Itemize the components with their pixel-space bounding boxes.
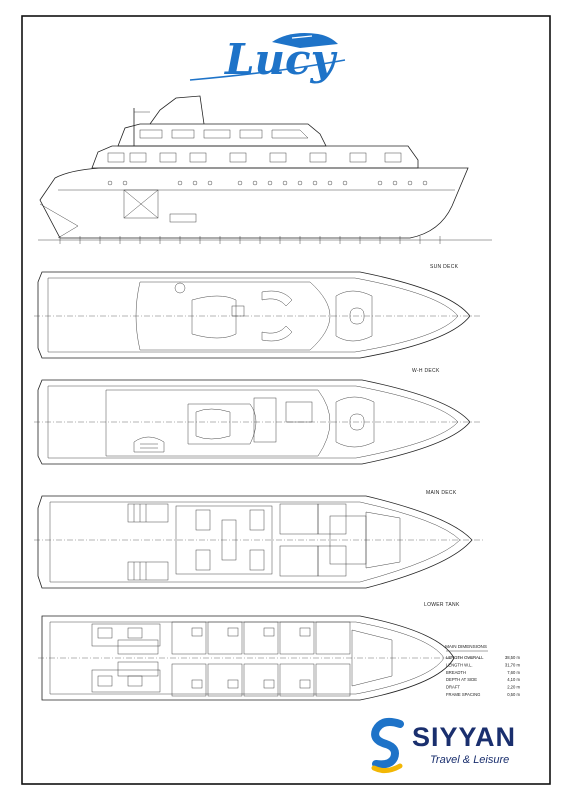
main-deck-title: MAIN DECK: [426, 490, 457, 496]
main-dimensions-table: MAIN DIMENSIONS LENGTH OVERALL 38,50 m LEN…: [445, 644, 520, 697]
dimension-label: LENGTH OVERALL: [446, 655, 484, 660]
brand-name: SIYYAN: [412, 722, 517, 752]
dimension-value: 38,50 m: [505, 655, 521, 660]
brand-tagline: Travel & Leisure: [430, 754, 510, 766]
main-deck-plan: MAIN DECK: [34, 490, 484, 589]
wh-deck-plan: W-H DECK: [34, 368, 482, 465]
lower-tank-title: LOWER TANK: [424, 602, 460, 608]
dimension-value: 0,50 m: [507, 692, 520, 697]
dimension-value: 31,70 m: [505, 662, 521, 667]
siyyan-brand: SIYYAN Travel & Leisure: [368, 716, 548, 776]
dimension-label: BREADTH: [446, 670, 466, 675]
dimension-value: 2,20 m: [507, 685, 520, 690]
wh-deck-title: W-H DECK: [412, 368, 440, 374]
lucy-logo: Lucy: [189, 33, 346, 84]
main-dimensions-title: MAIN DIMENSIONS: [445, 644, 487, 649]
logo-boat-icon: [272, 33, 338, 48]
dimension-label: FRAME SPACING: [446, 692, 480, 697]
profile-view: [38, 95, 492, 244]
siyyan-s-icon: [371, 718, 404, 774]
dimension-value: 4,10 m: [507, 677, 520, 682]
sun-deck-title: SUN DECK: [430, 264, 459, 270]
logo-text: Lucy: [224, 35, 338, 84]
dimension-label: DEPTH AT SIDE: [446, 677, 477, 682]
sheet-border: [21, 15, 551, 785]
dimension-value: 7,60 m: [507, 670, 520, 675]
lower-tank-plan: LOWER TANK: [38, 602, 480, 701]
sun-deck-plan: SUN DECK: [34, 264, 482, 359]
dimension-label: DRAFT: [446, 685, 460, 690]
dimension-label: LENGTH W.L.: [446, 662, 473, 667]
